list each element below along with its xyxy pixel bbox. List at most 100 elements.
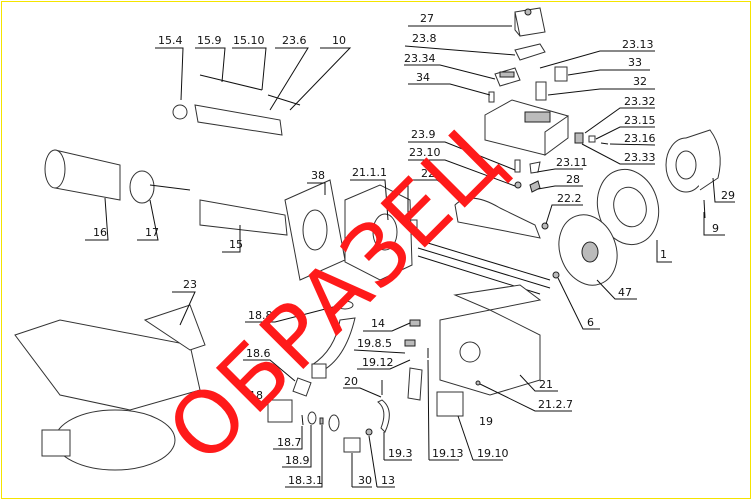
part-9-screw [703,199,706,219]
label-22: 22 [421,167,435,180]
part-22-2 [541,222,549,230]
part-23-32 [574,132,584,144]
part-19-8-5 [404,339,416,347]
label-19-13: 19.13 [432,447,464,460]
part-18-3-1 [319,417,324,425]
part-23-burner-assembly [14,319,201,411]
callout-33: 33 [567,56,650,76]
callout-1: 1 [656,240,672,263]
label-13: 13 [381,474,395,487]
part-23-8 [514,43,546,61]
label-32: 32 [633,75,647,88]
label-23-34: 23.34 [404,52,436,65]
callout-23: 23 [172,278,197,326]
callout-23-10: 23.10 [408,146,516,187]
part-21-fan-housing [439,309,541,396]
part-23-box [143,304,206,351]
label-18-8: 18.8 [248,309,273,322]
callout-10: 10 [289,34,352,111]
part-18-9-ring [307,411,317,425]
callout-23-34: 23.34 [404,52,496,80]
part-1-plate-center [613,186,647,228]
label-19-8-5: 19.8.5 [357,337,392,350]
part-17-ring [129,170,155,204]
callout-20: 20 [343,375,382,398]
part-33 [554,66,568,82]
label-23-11: 23.11 [556,156,588,169]
callout-17: 17 [137,199,159,241]
part-19-3 [377,399,390,433]
part-30-coil [343,437,361,453]
callouts: 27 23.8 23.13 23.34 33 34 32 15.4 15.9 1… [85,12,735,488]
callout-19: 19 [479,415,493,428]
label-30: 30 [358,474,372,487]
part-23-control-box [484,99,570,156]
part-29-motor-flange [675,150,697,180]
part-32 [535,81,547,101]
callout-19-13: 19.13 [427,359,464,461]
label-9: 9 [712,222,719,235]
part-6 [552,271,560,279]
part-29-motor-body [685,129,721,191]
part-23-15 [588,135,596,143]
label-23-10: 23.10 [409,146,441,159]
label-23-13: 23.13 [622,38,654,51]
part-18-block [267,399,293,423]
callout-23-11: 23.11 [536,156,588,173]
label-23-32: 23.32 [624,95,656,108]
part-16-tube-end [44,149,66,189]
part-23-6-rod [267,94,301,106]
part-rod-2 [417,247,551,289]
callout-21: 21 [519,374,558,392]
part-14 [409,319,421,327]
label-23-8: 23.8 [412,32,437,45]
callout-6: 6 [557,277,600,330]
callout-23-33: 23.33 [581,143,656,165]
part-28 [529,180,541,193]
part-22-air-duct [454,197,541,239]
callout-18-3-1: 18.3.1 [285,425,323,488]
callout-15: 15 [222,225,243,253]
part-23-9 [514,159,521,173]
part-27-cover [514,7,546,37]
part-disc [328,414,340,432]
part-21-inlet [459,341,481,363]
callout-27: 27 [408,12,512,27]
label-18-6: 18.6 [246,347,271,360]
callout-15-4: 15.4 [155,34,184,101]
callout-34: 34 [408,71,491,96]
callout-18: 18 [249,389,263,402]
part-23-34-terminals [499,71,515,78]
part-15-9-rod [199,74,263,91]
callout-13: 13 [368,435,395,488]
label-23-6: 23.6 [282,34,307,47]
label-21: 21 [539,378,553,391]
part-23-10 [514,181,522,189]
parts [14,7,721,471]
part-15-head [199,199,288,236]
part-21-top [453,284,542,311]
part-13 [365,428,373,436]
callout-23-9: 23.9 [408,128,516,171]
part-38-hole [302,209,328,251]
callout-15-9: 15.9 [195,34,226,83]
callout-21-2-7: 21.2.7 [479,383,573,412]
callout-29: 29 [712,177,735,203]
part-47-fan-hub [581,241,599,263]
part-19-bracket [407,367,423,401]
label-15-10: 15.10 [233,34,265,47]
part-17-rod [149,184,191,191]
callout-22: 22 [407,167,461,215]
callout-18-7: 18.7 [273,426,303,450]
part-burner-pump [41,429,71,457]
callout-23-8: 23.8 [404,32,516,56]
part-18-8-oring [336,300,354,310]
callout-30: 30 [351,453,372,488]
callout-21-1-1: 21.1.1 [350,166,389,221]
callout-32: 32 [547,75,655,96]
callout-28: 28 [537,173,583,190]
label-15: 15 [229,238,243,251]
label-28: 28 [566,173,580,186]
